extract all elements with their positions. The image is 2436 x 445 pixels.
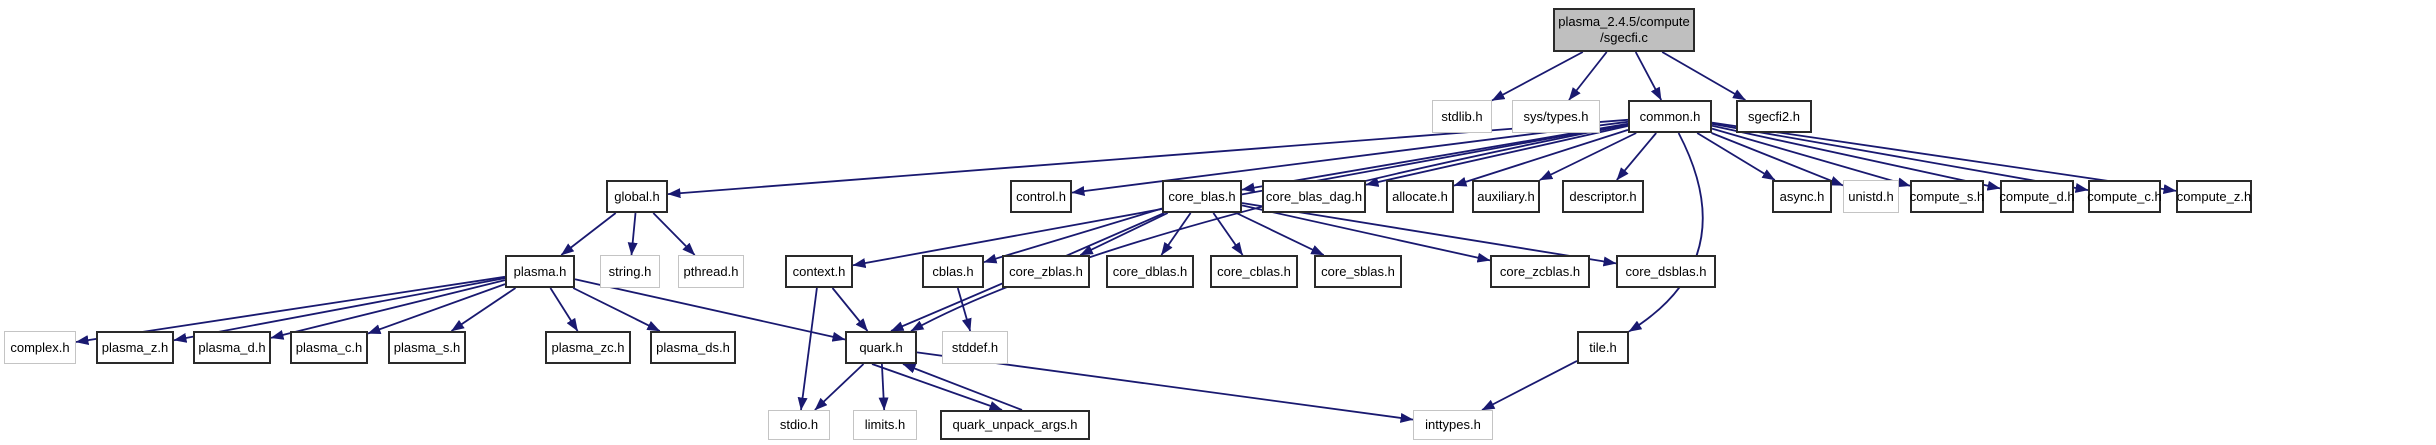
edge-global-h-to-plasma-h — [560, 212, 617, 256]
edge-sgecfi-c-to-sgecfi2-h — [1661, 51, 1746, 101]
node-plasma-zc-h[interactable]: plasma_zc.h — [545, 331, 631, 364]
edge-plasma-h-to-plasma-d-h — [270, 279, 506, 340]
node-context-h[interactable]: context.h — [785, 255, 853, 288]
node-core-dblas-h[interactable]: core_dblas.h — [1106, 255, 1194, 288]
edge-common-h-to-async-h — [1696, 132, 1776, 181]
edge-common-h-to-quark-h — [910, 123, 1629, 332]
node-core-cblas-h[interactable]: core_cblas.h — [1210, 255, 1298, 288]
edge-sgecfi-c-to-sys-types-h — [1568, 51, 1608, 101]
edge-sgecfi-c-to-common-h — [1634, 51, 1662, 101]
edge-core-blas-h-to-core-dblas-h — [1160, 212, 1192, 256]
node-quark-unpack-args-h[interactable]: quark_unpack_args.h — [940, 410, 1090, 440]
node-core-zblas-h[interactable]: core_zblas.h — [1002, 255, 1090, 288]
node-quark-h[interactable]: quark.h — [845, 331, 917, 364]
node-core-sblas-h[interactable]: core_sblas.h — [1314, 255, 1402, 288]
edge-plasma-h-to-plasma-ds-h — [572, 287, 661, 332]
edge-plasma-h-to-plasma-z-h — [173, 277, 506, 343]
node-plasma-d-h[interactable]: plasma_d.h — [193, 331, 271, 364]
node-limits-h: limits.h — [853, 410, 917, 440]
edge-core-blas-h-to-core-zblas-h — [1079, 212, 1169, 256]
node-cblas-h[interactable]: cblas.h — [922, 255, 984, 288]
node-sgecfi2-h[interactable]: sgecfi2.h — [1736, 100, 1812, 133]
edge-quark-unpack-args-h-to-quark-h — [902, 363, 1023, 411]
node-global-h[interactable]: global.h — [606, 180, 668, 213]
edges-group — [75, 51, 2177, 423]
node-stddef-h: stddef.h — [942, 331, 1008, 364]
node-complex-h: complex.h — [4, 331, 76, 364]
edge-common-h-to-tile-h — [1628, 132, 1704, 333]
edge-plasma-h-to-plasma-zc-h — [549, 287, 579, 332]
edge-quark-h-to-limits-h — [878, 363, 889, 411]
edge-common-h-to-compute-s-h — [1711, 127, 1911, 188]
node-core-blas-dag-h[interactable]: core_blas_dag.h — [1262, 180, 1366, 213]
node-inttypes-h: inttypes.h — [1413, 410, 1493, 440]
edge-global-h-to-pthread-h — [652, 212, 696, 256]
edge-plasma-h-to-plasma-s-h — [450, 287, 517, 332]
node-sys-types-h: sys/types.h — [1512, 100, 1600, 133]
node-tile-h[interactable]: tile.h — [1577, 331, 1629, 364]
edge-quark-h-to-stdio-h — [814, 363, 865, 411]
edge-common-h-to-descriptor-h — [1616, 132, 1657, 181]
node-async-h[interactable]: async.h — [1772, 180, 1832, 213]
edge-quark-h-to-quark-unpack-args-h — [871, 363, 1003, 411]
node-compute-s-h[interactable]: compute_s.h — [1910, 180, 1984, 213]
edge-core-blas-h-to-core-cblas-h — [1212, 212, 1244, 256]
node-allocate-h[interactable]: allocate.h — [1386, 180, 1454, 213]
edge-common-h-to-core-blas-h — [1241, 122, 1629, 193]
node-plasma-ds-h[interactable]: plasma_ds.h — [650, 331, 736, 364]
edge-common-h-to-auxiliary-h — [1539, 132, 1637, 181]
node-plasma-s-h[interactable]: plasma_s.h — [388, 331, 466, 364]
edge-common-h-to-allocate-h — [1453, 129, 1629, 187]
edge-context-h-to-quark-h — [831, 287, 869, 332]
node-string-h: string.h — [600, 255, 660, 288]
edge-core-blas-h-to-core-zcblas-h — [1241, 204, 1491, 263]
node-stdlib-h: stdlib.h — [1432, 100, 1492, 133]
edge-common-h-to-compute-z-h — [1711, 121, 2177, 195]
node-pthread-h: pthread.h — [678, 255, 744, 288]
edge-common-h-to-compute-c-h — [1711, 123, 2089, 193]
node-core-dsblas-h[interactable]: core_dsblas.h — [1616, 255, 1716, 288]
edge-plasma-h-to-quark-h — [574, 278, 846, 342]
edge-context-h-to-stdio-h — [797, 287, 818, 411]
node-core-blas-h[interactable]: core_blas.h — [1162, 180, 1242, 213]
node-stdio-h: stdio.h — [768, 410, 830, 440]
node-control-h[interactable]: control.h — [1010, 180, 1072, 213]
edge-core-blas-h-to-core-dsblas-h — [1241, 202, 1617, 267]
edge-global-h-to-string-h — [627, 212, 638, 256]
node-plasma-c-h[interactable]: plasma_c.h — [290, 331, 368, 364]
node-unistd-h: unistd.h — [1843, 180, 1899, 213]
edge-common-h-to-compute-d-h — [1711, 124, 2001, 191]
edge-core-blas-h-to-core-sblas-h — [1235, 212, 1325, 256]
node-auxiliary-h[interactable]: auxiliary.h — [1472, 180, 1540, 213]
edge-cblas-h-to-stddef-h — [956, 287, 972, 332]
node-descriptor-h[interactable]: descriptor.h — [1562, 180, 1644, 213]
node-compute-c-h[interactable]: compute_c.h — [2087, 180, 2162, 213]
node-core-zcblas-h[interactable]: core_zcblas.h — [1490, 255, 1590, 288]
node-common-h[interactable]: common.h — [1628, 100, 1712, 133]
edge-common-h-to-core-blas-dag-h — [1365, 125, 1629, 187]
edge-tile-h-to-inttypes-h — [1481, 360, 1578, 411]
node-plasma-h[interactable]: plasma.h — [505, 255, 575, 288]
node-plasma-z-h[interactable]: plasma_z.h — [96, 331, 174, 364]
edge-common-h-to-unistd-h — [1711, 132, 1844, 187]
edge-plasma-h-to-plasma-c-h — [367, 283, 506, 335]
edge-sgecfi-c-to-stdlib-h — [1491, 51, 1584, 102]
node-compute-z-h[interactable]: compute_z.h — [2176, 180, 2252, 213]
node-sgecfi-c[interactable]: plasma_2.4.5/compute /sgecfi.c — [1553, 8, 1695, 52]
edge-core-blas-h-to-cblas-h — [983, 207, 1163, 264]
node-compute-d-h[interactable]: compute_d.h — [1999, 180, 2075, 213]
